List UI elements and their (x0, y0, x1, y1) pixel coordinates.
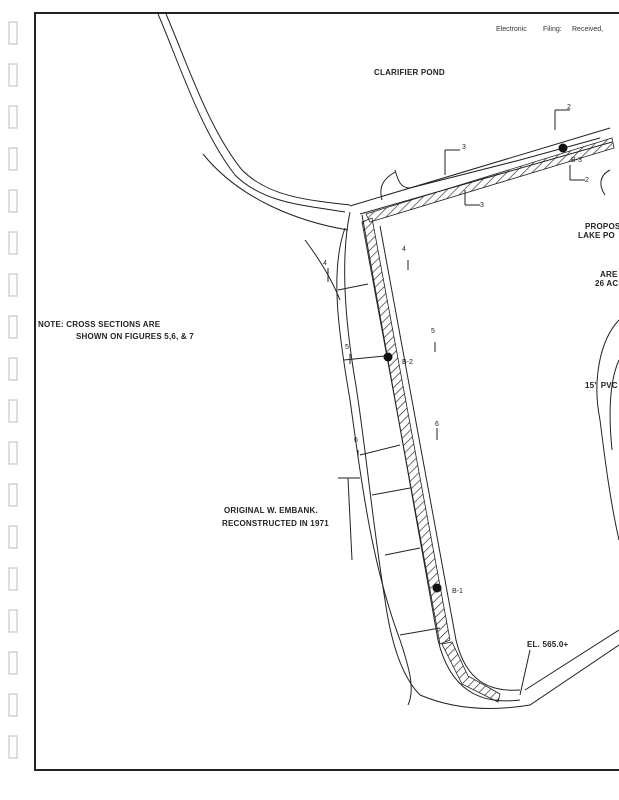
section-3-marker (444, 149, 480, 206)
liner-hatch-ne (365, 137, 615, 223)
crest-ne-outer (349, 127, 611, 207)
embankment-outer-upper (157, 13, 346, 213)
section-6-label-b: 6 (435, 421, 439, 428)
boring-b3-label: B-3 (571, 157, 582, 164)
boring-b2-label: B-2 (402, 359, 413, 366)
section-4-label-a: 4 (323, 260, 327, 267)
original-arrow (338, 477, 360, 561)
section-5-label-b: 5 (431, 328, 435, 335)
header-filing: Filing: (543, 26, 562, 33)
note-line2: SHOWN ON FIGURES 5,6, & 7 (76, 332, 194, 341)
west-embank-toe (336, 227, 412, 706)
boring-b2-marker (383, 352, 393, 362)
area-line1: ARE (600, 270, 618, 279)
pvc-label: 15" PVC (585, 381, 618, 390)
section-2-label-b: 2 (585, 177, 589, 184)
note-line1: NOTE: CROSS SECTIONS ARE (38, 320, 161, 329)
header-electronic: Electronic (496, 26, 527, 33)
section-2-label-a: 2 (567, 104, 571, 111)
section-6-marker (357, 428, 438, 458)
drawing-frame (34, 12, 619, 771)
section-2-marker (554, 109, 585, 181)
section-6-label-a: 6 (354, 437, 358, 444)
section-3-label-a: 3 (462, 144, 466, 151)
section-3-label-b: 3 (480, 202, 484, 209)
liner-hatch-corner (441, 641, 501, 703)
boring-b1-marker (432, 583, 442, 593)
area-line2: 26 AC (595, 279, 619, 288)
binder-holes (8, 21, 18, 759)
boring-b1-label: B-1 (452, 588, 463, 595)
original-line1: ORIGINAL W. EMBANK. (224, 506, 318, 515)
proposed-line2: LAKE PO (578, 231, 615, 240)
boring-b3-marker (558, 143, 568, 153)
clarifier-pond-label: CLARIFIER POND (374, 68, 445, 77)
elevation-label: EL. 565.0+ (527, 640, 569, 649)
west-crest-inner (379, 225, 521, 691)
section-4-label-b: 4 (402, 246, 406, 253)
west-crest-outer (361, 214, 521, 702)
proposed-line1: PROPOS (585, 222, 619, 231)
original-line2: RECONSTRUCTED IN 1971 (222, 519, 329, 528)
west-embank-outer (344, 211, 421, 696)
embankment-toe-upper (202, 153, 349, 231)
header-received: Received, (572, 26, 604, 33)
embankment-inner-upper (165, 13, 351, 206)
section-5-label-a: 5 (345, 344, 349, 351)
section-4-marker (327, 260, 409, 282)
